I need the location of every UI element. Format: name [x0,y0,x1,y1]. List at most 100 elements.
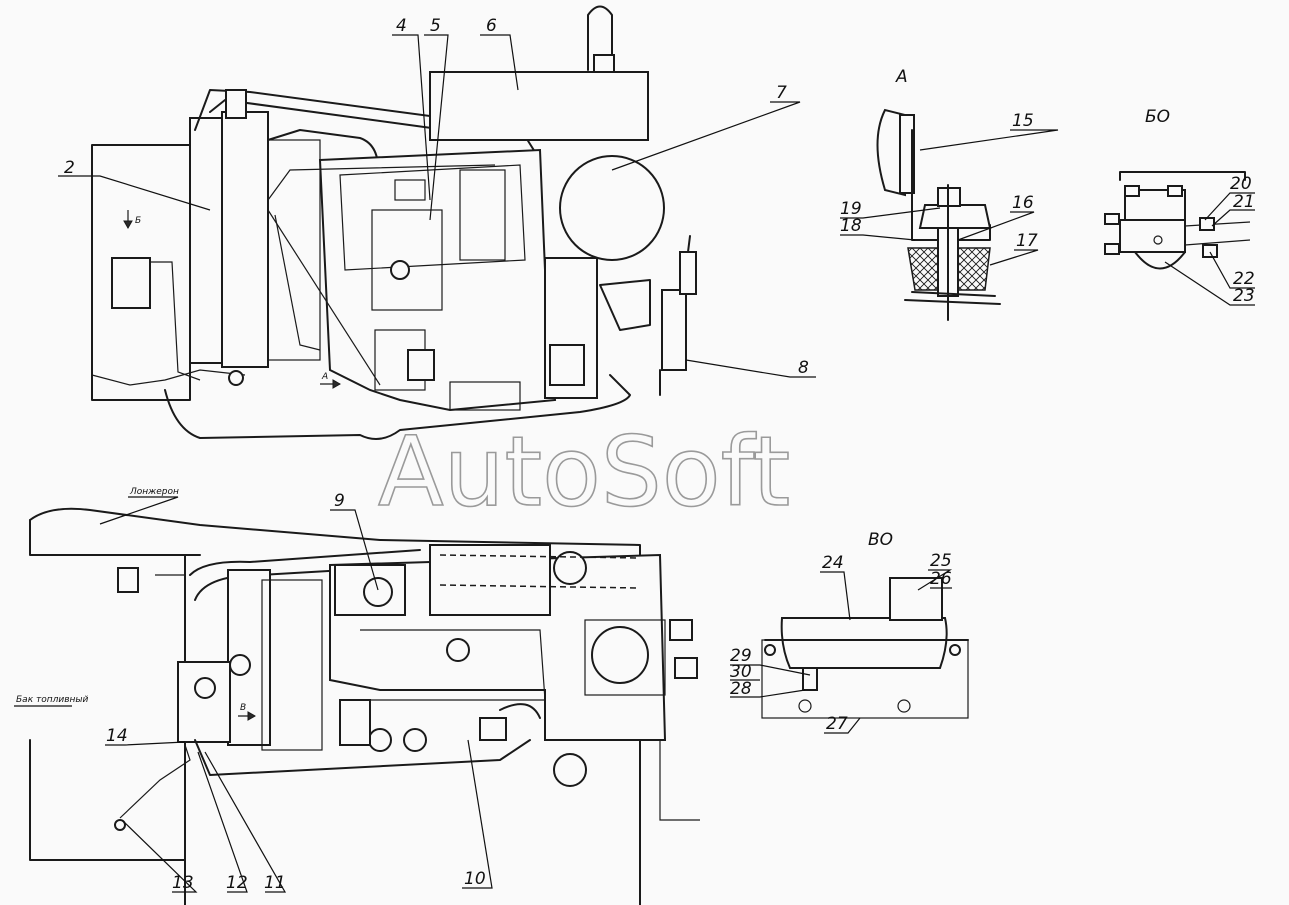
callout-5: 5 [430,16,441,36]
leader-6 [480,34,519,91]
lower-pipe [91,369,246,386]
drain-cock [228,370,244,386]
callout-21: 21 [1233,192,1255,212]
note-lonzheron: Лонжерон [129,487,179,497]
control-cable [267,164,496,201]
callout-8: 8 [798,358,809,378]
arrow-v-label: В [240,703,246,713]
side-lower-hose [194,739,531,776]
longeron-end [29,519,201,556]
callout-numbers: 2 4 5 6 7 8 9 10 11 12 13 14 15 16 17 18… [64,16,1255,893]
callout-29: 29 [730,646,752,666]
side-bell-housing [584,619,666,696]
leader-11 [204,751,287,893]
throttle-rod [267,209,381,386]
callout-13: 13 [172,873,194,893]
callout-15: 15 [1012,111,1034,131]
view-a-title: А [895,67,908,87]
callout-28: 28 [730,679,752,699]
view-b-bolt-1 [1124,185,1140,197]
callout-10: 10 [464,869,486,889]
intake-manifold [459,169,506,261]
note-lonzheron-leader [99,496,179,525]
side-hose-to-tank [155,574,186,610]
leader-24 [820,571,851,621]
leader-2 [58,175,211,211]
side-fuel-line [119,744,191,819]
engine-block [318,148,557,412]
flywheel-cover [599,279,651,331]
leader-9 [330,509,379,591]
view-a-base [911,291,996,297]
leader-13 [121,819,198,893]
leader-22 [1209,251,1255,289]
leader-15 [919,129,1059,151]
leader-28 [730,689,806,698]
view-v-outlet [802,667,818,691]
fuel-fitting [390,260,410,280]
side-crankcase [360,629,546,701]
engine-mount-right [549,344,585,386]
oil-sump [449,381,521,411]
fan-shroud [267,139,321,361]
leader-10 [462,739,493,889]
side-bottom-bolt [553,753,587,787]
leader-29 [730,664,811,676]
callout-19: 19 [840,199,862,219]
leader-8 [685,359,816,378]
callout-27: 27 [826,714,848,734]
frame-bottom-contour [164,374,631,440]
leader-7 [611,101,801,171]
engine-head [339,164,526,271]
callout-2: 2 [64,158,75,178]
side-pump-gear [363,577,393,607]
view-v-tank [780,617,948,669]
side-sensor [479,717,507,741]
expansion-tank-line [150,261,201,381]
side-upper-hose [189,549,421,576]
view-b-top-plate [1119,171,1246,181]
view-v-hole-left [798,699,812,713]
callout-26: 26 [930,569,952,589]
view-a-frame [904,299,1001,305]
fuel-filter [394,179,426,201]
side-wheel-1 [368,728,392,752]
note-fuel-tank: Бак топливный [16,695,89,705]
view-v-title: ВО [868,530,893,550]
view-v-bolt-right [949,644,961,656]
fuel-tank-outline [29,739,186,861]
view-v-bolt-left [764,644,776,656]
leader-23 [1164,261,1255,306]
view-a-rubber-right [957,247,991,291]
support-rod [274,214,321,351]
side-bracket [177,661,231,743]
callout-6: 6 [486,16,497,36]
leader-27 [824,717,861,734]
side-starter [339,699,371,746]
view-v-hole-right [897,699,911,713]
injection-pump [371,209,443,311]
view-b-fitting-top [1199,217,1215,231]
leader-18 [840,234,916,241]
frame-right [659,555,700,821]
callout-18: 18 [840,216,862,236]
side-engine-block [329,553,667,741]
expansion-tank [111,257,151,309]
side-plug [229,654,251,676]
callout-22: 22 [1233,269,1255,289]
view-v-cap [889,577,943,621]
side-hidden-lines [439,554,641,589]
leader-5 [424,34,449,221]
callout-16: 16 [1012,193,1034,213]
view-v-detail: ВО [761,530,969,719]
hose-clamp-top [225,89,247,119]
view-a-detail: А [876,67,1001,321]
view-b-pipe [1134,251,1186,270]
view-b-body [1119,219,1186,253]
air-intake-box [429,71,649,141]
callout-9: 9 [334,491,345,511]
view-b-detail: БО [1104,107,1251,270]
side-sensor-wire [499,703,541,719]
leader-21 [1211,209,1255,227]
